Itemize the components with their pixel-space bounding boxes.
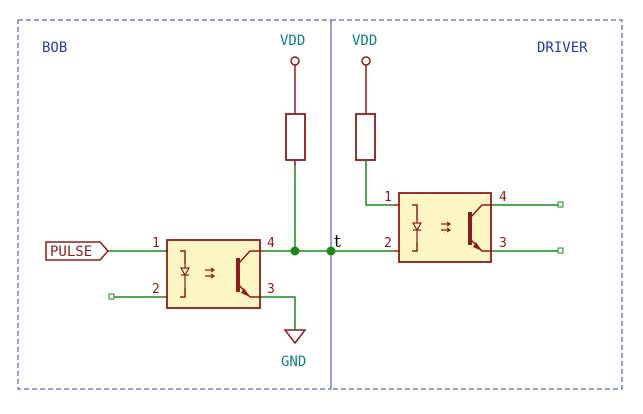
led-right-leads — [412, 204, 418, 252]
opto-left-pin4: 4 — [267, 236, 275, 251]
light-arrows-left-icon — [205, 267, 216, 279]
vdd-left-label: VDD — [280, 33, 305, 49]
opto-left-pin3: 3 — [267, 282, 275, 297]
zone-driver — [330, 19, 623, 390]
gnd-symbol[interactable] — [283, 329, 307, 345]
vdd-left-terminal[interactable] — [290, 56, 300, 66]
resistor-right[interactable] — [355, 113, 376, 161]
wire-vdd-right — [365, 160, 394, 206]
zone-bob-label: BOB — [42, 40, 67, 56]
terminal-left-pin2[interactable] — [108, 293, 115, 300]
opto-right-pin3: 3 — [499, 236, 507, 251]
zone-bob — [17, 19, 332, 390]
resistor-left[interactable] — [285, 113, 306, 161]
opto-left-pin1: 1 — [152, 236, 160, 251]
opto-right-pin4: 4 — [499, 190, 507, 205]
junction-right — [326, 246, 336, 256]
optocoupler-left-body — [166, 239, 261, 309]
opto-right-pin2: 2 — [384, 236, 392, 251]
text-cursor-icon: t — [334, 232, 341, 252]
vdd-right-label: VDD — [352, 33, 377, 49]
zone-driver-label: DRIVER — [537, 40, 588, 56]
terminal-driver-pin4[interactable] — [557, 201, 564, 208]
gnd-label: GND — [281, 354, 306, 370]
pulse-net-label: PULSE — [50, 244, 92, 260]
wire-gnd — [262, 296, 296, 330]
opto-left-pin2: 2 — [152, 282, 160, 297]
junction-left — [290, 246, 300, 256]
optocoupler-right[interactable]: 1 2 3 4 — [384, 190, 507, 263]
opto-right-pin1: 1 — [384, 190, 392, 205]
optocoupler-left[interactable]: 1 2 3 4 — [152, 236, 275, 309]
led-left-leads — [180, 250, 186, 298]
light-arrows-right-icon — [441, 221, 452, 233]
terminal-driver-pin3[interactable] — [557, 247, 564, 254]
pulse-net-label-shape[interactable] — [45, 241, 110, 261]
vdd-right-terminal[interactable] — [361, 56, 371, 66]
